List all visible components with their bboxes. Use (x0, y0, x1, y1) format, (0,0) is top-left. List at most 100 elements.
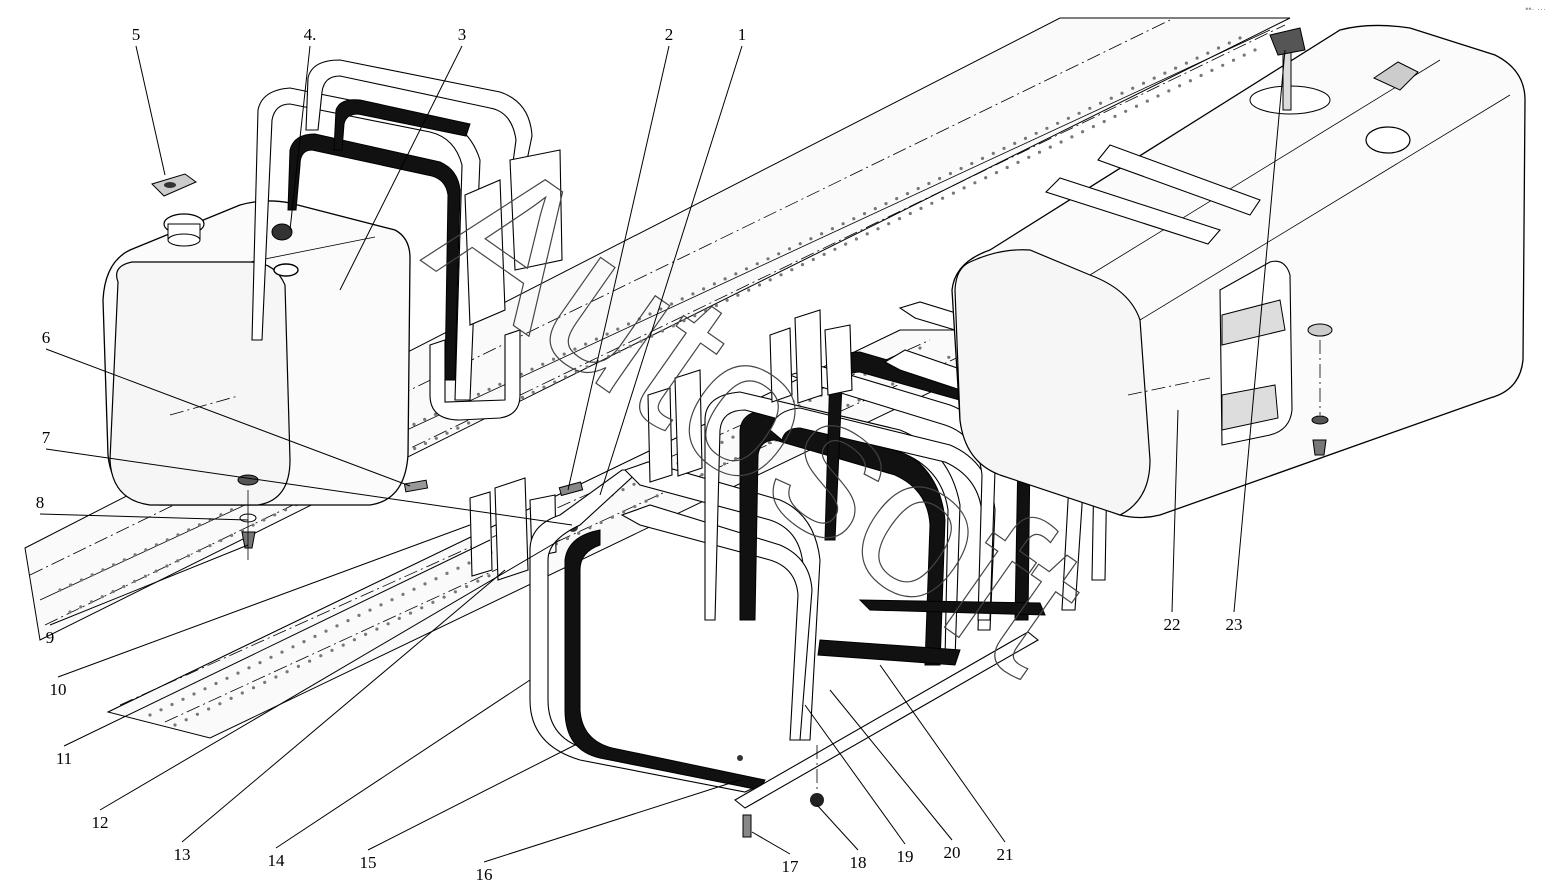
rail-hole (607, 354, 611, 359)
rail-hole (1199, 73, 1203, 78)
rail-hole (854, 237, 859, 241)
rail-hole (148, 713, 152, 717)
leader-lines (39, 45, 1286, 863)
rail-hole (251, 523, 255, 527)
rail-hole (335, 624, 339, 628)
rail-hole (423, 582, 427, 586)
rail-hole (144, 548, 148, 552)
rail-hole (258, 661, 262, 665)
rail-hole (291, 645, 295, 649)
rail-hole (768, 278, 772, 282)
callout-label: 22 (1164, 615, 1181, 634)
rail-hole (639, 339, 643, 343)
leader-line (567, 45, 670, 491)
leader-line (1171, 409, 1179, 613)
rail-hole (632, 482, 636, 486)
rail-hole (644, 499, 648, 503)
leader-line (39, 513, 249, 521)
rail-hole (1081, 130, 1085, 134)
rail-hole (184, 718, 188, 722)
rail-hole (154, 543, 159, 547)
rail-hole (442, 595, 446, 599)
rail-hole (357, 613, 361, 618)
callout-label: 12 (92, 813, 109, 832)
rail-hole (919, 206, 923, 210)
leader-line (879, 664, 1006, 843)
rail-hole (777, 252, 781, 256)
rail-hole (262, 518, 266, 522)
leader-line (57, 524, 471, 678)
rail-hole (1098, 101, 1103, 105)
leader-line (1233, 49, 1286, 613)
rail-hole (58, 588, 62, 592)
leader-line (339, 45, 463, 291)
rail-hole (830, 227, 835, 231)
rail-hole (897, 217, 902, 221)
rail-hole (412, 422, 416, 426)
rail-hole (1174, 66, 1178, 70)
rail-hole (431, 600, 435, 605)
rail-hole (530, 367, 534, 371)
rail-hole (401, 592, 405, 597)
rail-hole (236, 671, 240, 675)
rail-hole (1023, 136, 1028, 140)
rail-hole (487, 574, 491, 578)
rail-hole (994, 171, 999, 175)
rail-hole (1034, 131, 1038, 135)
rail-hole (562, 352, 566, 356)
rail-hole (599, 520, 603, 525)
callout-label: 10 (50, 680, 67, 699)
rail-hole (1178, 84, 1182, 88)
callout-label: 15 (360, 853, 377, 872)
rail-hole (165, 538, 169, 542)
rail-hole (133, 553, 137, 557)
rail-hole (101, 568, 105, 572)
rail-hole (176, 559, 180, 563)
rail-hole (884, 202, 888, 206)
leader-line (275, 679, 531, 849)
rail-hole (621, 488, 625, 492)
callout-label: 2 (665, 25, 674, 44)
rail-hole (930, 201, 934, 205)
callout-label: 1 (738, 25, 747, 44)
rail-hole (669, 302, 674, 306)
rail-hole (219, 513, 223, 517)
rail-hole (1027, 155, 1031, 159)
rail-hole (588, 526, 592, 530)
rail-hole (197, 523, 202, 527)
rail-hole (368, 608, 372, 612)
base-plate (734, 631, 1039, 809)
rail-hole (585, 365, 589, 369)
rail-hole (90, 573, 94, 577)
rail-hole (240, 528, 244, 532)
rail-hole (176, 533, 180, 537)
rail-hole (800, 263, 805, 267)
rail-hole (467, 421, 471, 425)
rail-hole (655, 494, 659, 498)
rail-hole (319, 654, 323, 658)
rail-hole (755, 262, 759, 266)
rail-hole (757, 283, 762, 287)
callout-label: 20 (944, 843, 961, 862)
rail-hole (434, 577, 438, 581)
rail-hole (283, 508, 288, 512)
callout-label: 4. (304, 25, 317, 44)
rail-hole (722, 462, 727, 466)
rail-hole (240, 691, 244, 695)
rail-hole (112, 563, 116, 567)
rail-hole (1253, 48, 1257, 52)
rail-hole (1238, 36, 1242, 40)
rail-hole (165, 564, 169, 568)
rail-hole (1059, 140, 1063, 144)
rail-hole (720, 440, 724, 444)
drain-plug-assembly (237, 474, 259, 560)
leader-line (483, 779, 741, 863)
callout-label: 16 (476, 865, 493, 884)
left-fuel-tank (102, 200, 411, 506)
rail-hole (225, 676, 229, 680)
rail-hole (700, 473, 704, 477)
rail-hole (423, 417, 427, 421)
rail-hole (465, 584, 469, 589)
rail-hole (862, 212, 867, 216)
rail-hole (79, 605, 83, 609)
